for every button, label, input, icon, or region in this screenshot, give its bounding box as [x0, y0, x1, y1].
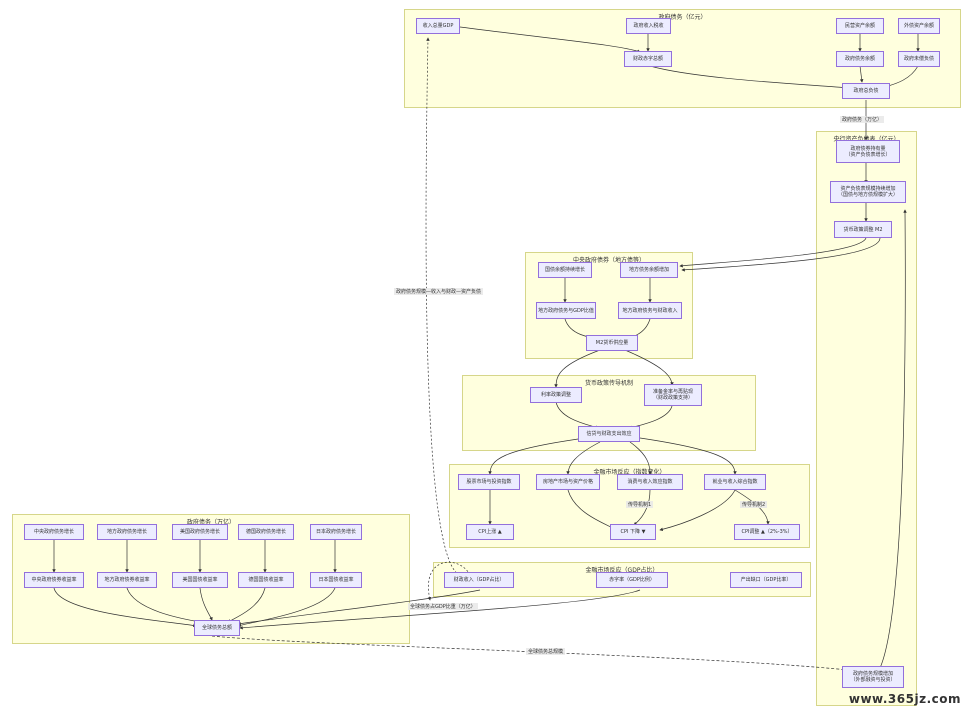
edge — [679, 237, 867, 268]
node-global-debt-total: 全球债务总额 — [194, 620, 240, 636]
edge — [237, 589, 481, 626]
node-consumption-index: 消费与收入效应指数 — [617, 474, 683, 490]
node-local-debt: 地方债务余额增加 — [620, 262, 678, 278]
edge — [566, 441, 601, 475]
node-foreign-assets: 政府未偿负债 — [898, 51, 940, 67]
edge — [459, 26, 641, 53]
node-jp-debt-growth: 日本政府债务增长 — [310, 524, 362, 540]
node-balance-sheet: 资产负债表规模持续增加 （国债与地方债规模扩大） — [830, 181, 906, 203]
node-output-gap: 产出缺口（GDP比率） — [730, 572, 802, 588]
node-debt-revenue: 地方政府债务与财政收入 — [618, 302, 682, 319]
node-de-debt-growth: 德国政府债务增长 — [238, 524, 294, 540]
node-employment-index: 就业与收入综合指数 — [704, 474, 766, 490]
edge — [567, 489, 617, 531]
edge — [555, 401, 599, 429]
cluster-label: 金融市场反应（GDP占比） — [585, 567, 659, 574]
edge — [639, 437, 737, 475]
cluster-label: 政府债务（万亿） — [186, 519, 235, 526]
node-real-estate: 房地产市场与资产价格 — [536, 474, 600, 490]
edge-label: 政府债务规模—收入与财政—资产负债 — [394, 288, 484, 295]
edge — [624, 349, 674, 386]
edge-label: 传导机制1 — [626, 501, 654, 508]
node-monetary-m2: 货币政策调整 M2 — [834, 221, 892, 238]
edge-label: 传导机制2 — [740, 501, 768, 508]
edge — [126, 587, 201, 624]
edge — [629, 441, 652, 475]
edge — [227, 587, 266, 623]
cluster-label: 金融市场反应（指数变化） — [593, 469, 666, 476]
node-us-debt-growth: 美国政府债务增长 — [172, 524, 228, 540]
node-m2-supply: M2货币供应量 — [586, 335, 638, 351]
edge-dashed — [427, 561, 471, 601]
node-local-debt-growth: 地方政府债务增长 — [97, 524, 157, 540]
edge-dashed — [425, 37, 461, 576]
edge — [199, 587, 213, 621]
edge-label: 全球债务占GDP比重（万亿） — [408, 603, 478, 610]
node-tax: 政府收入税收 — [626, 18, 671, 34]
node-us-bond-yield: 美国国债收益率 — [172, 572, 228, 588]
edge — [488, 437, 586, 475]
edge — [734, 489, 770, 525]
edge — [633, 489, 651, 526]
edge — [211, 635, 849, 672]
node-gov-debt-1: 民营资产余额 — [836, 18, 884, 34]
edge — [629, 405, 673, 429]
cluster-label: 中央政府债券（地方债等） — [572, 257, 645, 264]
node-stock-index: 股票市场与投资指数 — [458, 474, 520, 490]
node-gov-debt-2: 外债资产余额 — [898, 18, 940, 34]
edge — [859, 65, 864, 83]
node-bond-holdings: 政府债券持有量 （资产负债表增长） — [836, 140, 900, 163]
edge — [239, 589, 641, 630]
edge-label: 政府债务（万亿） — [840, 116, 885, 123]
node-gdp: 收入总量GDP — [416, 18, 460, 34]
node-debt-gdp-ratio: 地方政府债务与GDP比值 — [536, 302, 596, 319]
edge — [53, 587, 197, 628]
cluster-label: 货币政策传导机制 — [584, 380, 633, 387]
cluster-label: 政府债务（亿元） — [658, 14, 707, 21]
node-local-bond-yield: 地方政府债券收益率 — [97, 572, 157, 588]
node-de-bond-yield: 德国国债收益率 — [238, 572, 294, 588]
node-fiscal-deficit: 财政赤字总额 — [624, 51, 672, 67]
node-interest-rate: 利率政策调整 — [530, 387, 582, 403]
node-cpi-down: CPI 下降 ▼ — [610, 524, 656, 540]
edge — [879, 209, 907, 669]
node-deficit-gdp: 赤字率（GDP比例） — [596, 572, 668, 588]
node-national-debt: 国债余额持续增长 — [538, 262, 592, 278]
node-revenue-gdp: 财政收入（GDP占比） — [444, 572, 514, 588]
node-central-debt-growth: 中央政府债务增长 — [24, 524, 84, 540]
node-credit-effect: 信贷与财政支出效应 — [578, 426, 640, 442]
node-reserve-ratio: 准备金率与再贴现 （财政政策支持） — [644, 384, 702, 406]
edge-label: 全球债务总规模 — [526, 648, 566, 655]
node-private-assets: 政府债务余额 — [836, 51, 884, 67]
watermark: www.365jz.com — [848, 692, 961, 706]
node-central-bond-yield: 中央政府债券收益率 — [24, 572, 84, 588]
edge — [237, 587, 336, 627]
node-cpi-up: CPI上涨 ▲ — [466, 524, 514, 540]
node-jp-bond-yield: 日本国债收益率 — [310, 572, 362, 588]
edge — [649, 65, 849, 90]
edge — [681, 237, 881, 272]
node-total-liabilities: 政府总负债 — [842, 83, 890, 99]
edge — [554, 349, 601, 388]
node-debt-increase: 政府债务规模增加 （外部融资与投资） — [842, 666, 904, 688]
edge — [659, 489, 736, 532]
node-cpi-adjust: CPI调整 ▲（2%-3%） — [734, 524, 800, 540]
